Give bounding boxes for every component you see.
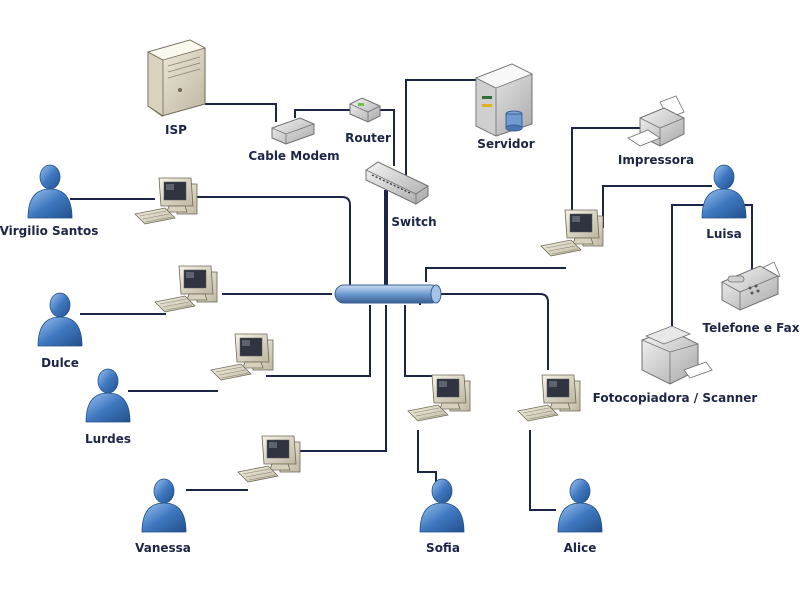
workstation-dulce [154,265,218,313]
label-virgilio: Virgilio Santos [0,224,98,238]
telefone-fax-icon [721,261,781,311]
impressora-icon [627,95,685,147]
label-servidor: Servidor [477,137,534,151]
label-luisa: Luisa [706,227,742,241]
workstation-vanessa [237,435,301,483]
workstation-sofia [407,374,471,422]
workstation-luisa [540,209,604,257]
label-alice: Alice [564,541,597,555]
fotocopiadora-icon [641,325,713,385]
user-alice-icon [557,478,603,533]
workstation-alice [517,374,581,422]
user-lurdes-icon [85,368,131,423]
isp-server-icon [146,39,207,117]
router-icon [349,97,381,123]
workstation-virgilio [134,177,198,225]
user-sofia-icon [419,478,465,533]
label-sofia: Sofia [426,541,460,555]
user-vanessa-icon [141,478,187,533]
servidor-icon [475,63,533,137]
cable-modem-icon [271,117,315,145]
label-fotocopiadora: Fotocopiadora / Scanner [593,391,758,405]
hub [334,284,442,304]
user-luisa-icon [701,164,747,219]
label-isp: ISP [165,123,187,137]
switch-icon [365,161,429,205]
label-vanessa: Vanessa [135,541,191,555]
user-virgilio-icon [27,164,73,219]
connection-lines [70,79,753,511]
label-telefone-fax: Telefone e Fax [703,321,800,335]
label-cable-modem: Cable Modem [248,149,339,163]
workstation-lurdes [210,333,274,381]
label-router: Router [345,131,391,145]
user-dulce-icon [37,292,83,347]
label-lurdes: Lurdes [85,432,131,446]
label-dulce: Dulce [41,356,79,370]
label-impressora: Impressora [618,153,694,167]
label-switch: Switch [391,215,436,229]
